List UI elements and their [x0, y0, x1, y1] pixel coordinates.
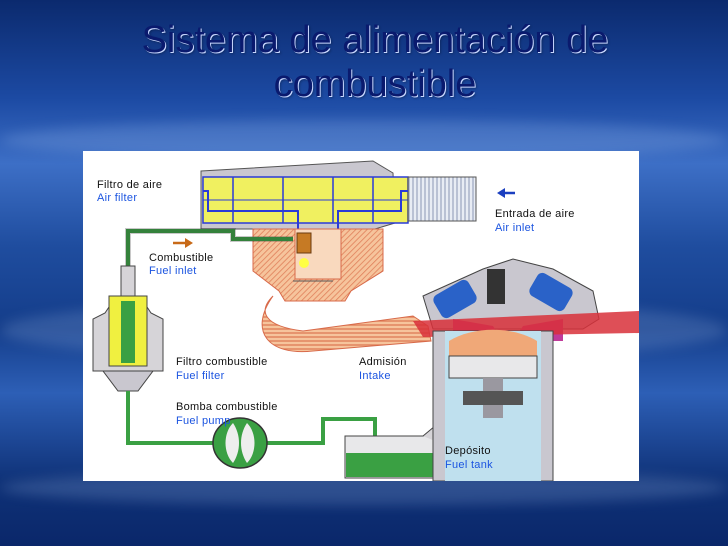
fuel-system-diagram: Filtro de aire Air filter Entrada de air… [83, 151, 639, 481]
diagram-drawing [83, 151, 639, 481]
label-fuel-pump-es: Bomba combustible [176, 401, 278, 414]
slide-title: Sistema de alimentación de combustible [0, 18, 728, 106]
air-filter-housing [201, 161, 408, 229]
label-fuel-pump-en: Fuel pump [176, 415, 231, 428]
label-fuel-inlet-en: Fuel inlet [149, 265, 197, 278]
fuel-inlet-arrow [173, 238, 193, 248]
slide-title-line-1: Sistema de alimentación de [0, 18, 728, 62]
label-intake-en: Intake [359, 370, 391, 383]
slide-title-line-2: combustible [0, 62, 728, 106]
label-fuel-tank-en: Fuel tank [445, 459, 493, 472]
engine-cylinder-head [413, 259, 639, 341]
air-inlet-arrow [497, 188, 515, 198]
fuel-filter [93, 266, 163, 391]
label-intake-es: Admisión [359, 356, 407, 369]
air-inlet-snorkel [408, 177, 476, 221]
label-fuel-tank-es: Depósito [445, 445, 491, 458]
label-air-filter-en: Air filter [97, 192, 137, 205]
label-fuel-filter-es: Filtro combustible [176, 356, 268, 369]
label-air-filter-es: Filtro de aire [97, 179, 162, 192]
label-fuel-filter-en: Fuel filter [176, 370, 225, 383]
intake-manifold [262, 296, 431, 352]
label-air-inlet-es: Entrada de aire [495, 208, 575, 221]
label-air-inlet-en: Air inlet [495, 222, 534, 235]
label-fuel-inlet-es: Combustible [149, 252, 213, 265]
